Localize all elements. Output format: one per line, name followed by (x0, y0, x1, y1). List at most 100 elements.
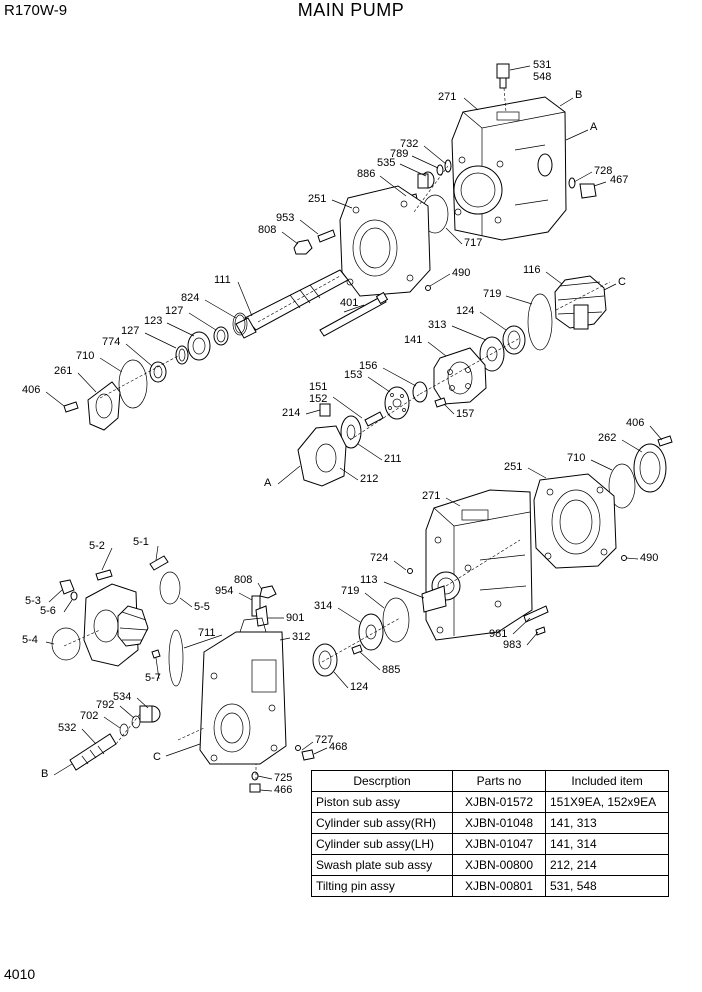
part-251-valve-block-lower (533, 473, 617, 569)
label-981: 981 (489, 628, 507, 640)
label-406-left: 406 (22, 384, 40, 396)
label-725: 725 (274, 772, 292, 784)
part-214-tilting-bush (319, 403, 331, 417)
part-251-valve-block-upper (339, 185, 431, 297)
label-5-2: 5-2 (89, 540, 105, 552)
label-116: 116 (523, 264, 541, 276)
cell-parts-no: XJBN-01047 (452, 833, 546, 855)
part-157-spring (434, 397, 447, 408)
part-drawings (51, 63, 673, 793)
label-c-upper: C (618, 276, 626, 288)
part-153-set-plate (384, 386, 410, 420)
part-151-152-piston-shoe (364, 411, 384, 427)
part-728-467-plug (568, 177, 597, 199)
label-151: 151 (309, 381, 327, 393)
label-124-upper: 124 (456, 305, 474, 317)
cell-description: Tilting pin assy (311, 875, 453, 897)
part-127-spacer-a (213, 326, 229, 346)
label-5-5: 5-5 (194, 601, 210, 613)
label-124-lower: 124 (350, 681, 368, 693)
cell-parts-no: XJBN-01572 (452, 791, 546, 813)
part-5-2-screw (95, 569, 113, 581)
label-5-3: 5-3 (25, 595, 41, 607)
model-code: R170W-9 (4, 2, 68, 19)
label-c-lower: C (153, 751, 161, 763)
part-702-o-ring (119, 723, 129, 737)
part-124-bearing-lower (312, 643, 338, 677)
label-141: 141 (404, 334, 422, 346)
part-5-7-pin (151, 649, 161, 659)
part-212-swash-plate (297, 425, 347, 487)
part-401-bolt (319, 291, 389, 337)
part-953-808-screw-nut (293, 229, 336, 255)
part-719-o-ring-lower (382, 597, 410, 643)
cell-included-item: 141, 314 (545, 833, 669, 855)
label-b-upper: B (575, 89, 582, 101)
leader-lines (45, 65, 663, 792)
label-532: 532 (58, 722, 76, 734)
part-824-snap-ring (232, 312, 248, 336)
label-808-lower: 808 (234, 574, 252, 586)
label-5-7: 5-7 (145, 672, 161, 684)
label-262: 262 (598, 432, 616, 444)
label-5-6: 5-6 (40, 605, 56, 617)
cell-included-item: 531, 548 (545, 875, 669, 897)
label-251-lower: 251 (504, 461, 522, 473)
label-153: 153 (344, 369, 362, 381)
table-row: Swash plate sub assy XJBN-00800 212, 214 (311, 854, 669, 876)
label-531: 531 (533, 59, 551, 71)
label-717: 717 (464, 237, 482, 249)
label-111: 111 (214, 274, 231, 286)
label-548: 548 (533, 71, 551, 83)
label-728: 728 (594, 165, 612, 177)
col-description: Descrption (311, 770, 453, 792)
label-5-1: 5-1 (133, 536, 149, 548)
part-774-oil-seal (149, 361, 167, 383)
part-711-o-ring (168, 629, 184, 687)
part-710-o-ring-right (608, 463, 636, 509)
part-5-1-screw (149, 555, 169, 571)
label-127-a: 127 (165, 305, 183, 317)
part-211-shoe-plate (340, 415, 362, 449)
label-535: 535 (377, 157, 395, 169)
part-5-gear-pump (83, 583, 149, 667)
label-901: 901 (286, 612, 304, 624)
label-774: 774 (102, 336, 120, 348)
label-406-right: 406 (626, 417, 644, 429)
part-808-954-901-adjust-screw (251, 585, 277, 627)
part-116-gear (554, 275, 607, 330)
label-732: 732 (400, 138, 418, 150)
label-710-upper: 710 (76, 350, 94, 362)
col-included-item: Included item (545, 770, 669, 792)
label-5-4: 5-4 (22, 634, 38, 646)
label-152: 152 (309, 393, 327, 405)
label-886: 886 (357, 168, 375, 180)
part-724-o-ring (407, 568, 413, 574)
label-113: 113 (360, 574, 378, 586)
part-5-5-o-ring (159, 571, 181, 605)
label-127-b: 127 (121, 325, 139, 337)
label-271-lower: 271 (422, 490, 440, 502)
col-parts-no: Parts no (452, 770, 546, 792)
part-262-seal-cover (633, 443, 667, 493)
parts-table: Descrption Parts no Included item Piston… (311, 770, 669, 897)
label-824: 824 (181, 292, 199, 304)
part-123-bearing (187, 331, 211, 361)
part-732-789-seals (417, 159, 452, 189)
label-a-lower: A (264, 477, 272, 489)
part-534-stopper (139, 705, 161, 723)
part-111-drive-shaft (235, 269, 349, 339)
part-490-plug-upper (425, 285, 431, 291)
part-725-466-plug (249, 771, 261, 793)
label-271-upper: 271 (438, 91, 456, 103)
label-467: 467 (610, 174, 628, 186)
label-954: 954 (215, 585, 233, 597)
cell-parts-no: XJBN-00800 (452, 854, 546, 876)
table-header-row: Descrption Parts no Included item (311, 770, 669, 792)
cell-description: Cylinder sub assy(RH) (311, 812, 453, 834)
label-468: 468 (329, 741, 347, 753)
part-532-tilting-piston (69, 733, 117, 771)
label-534: 534 (113, 691, 131, 703)
part-406-screw-right (657, 435, 673, 447)
